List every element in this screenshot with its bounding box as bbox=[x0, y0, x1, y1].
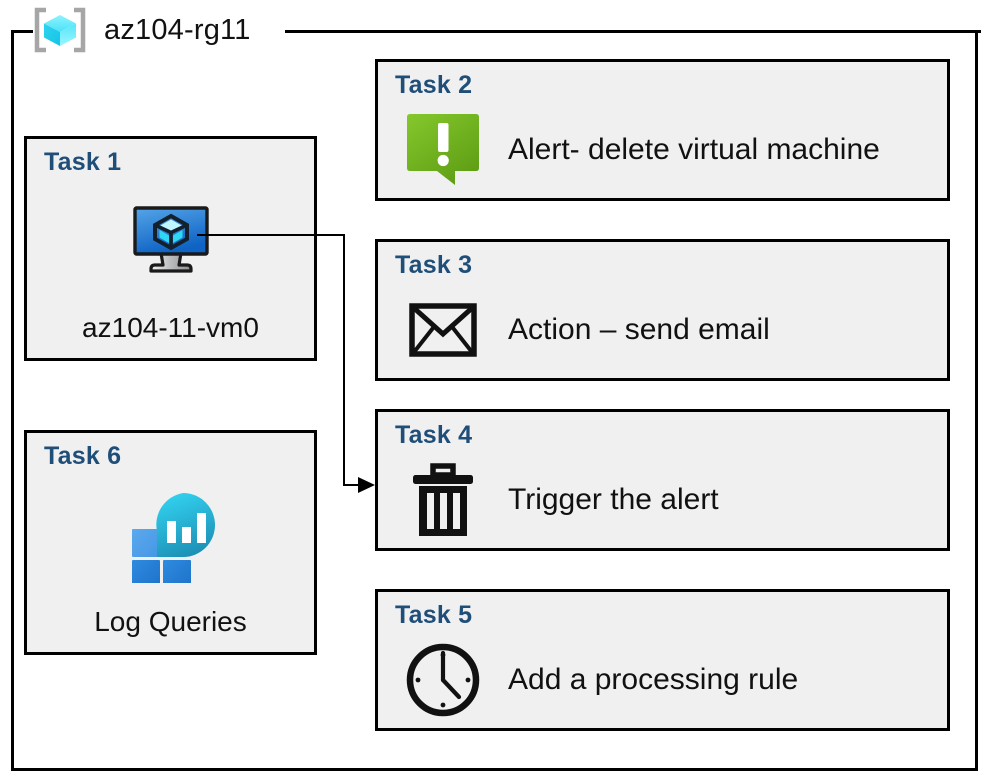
task-label: Task 3 bbox=[395, 251, 473, 279]
resource-group-frame-top-left-segment bbox=[11, 30, 33, 33]
log-analytics-icon bbox=[121, 487, 221, 588]
alert-exclamation-icon bbox=[400, 109, 486, 191]
task1-icon-wrap bbox=[27, 191, 314, 296]
connector-segment-vertical bbox=[343, 234, 345, 485]
task2-row: Alert- delete virtual machine bbox=[400, 106, 937, 194]
task-label: Task 2 bbox=[395, 71, 473, 99]
resource-group-cube-icon bbox=[33, 6, 87, 54]
task4-row: Trigger the alert bbox=[400, 456, 937, 544]
task-label: Task 5 bbox=[395, 601, 473, 629]
arrow-right-icon bbox=[358, 477, 375, 493]
clock-icon bbox=[400, 639, 486, 721]
virtual-machine-icon bbox=[129, 205, 213, 282]
task5-text: Add a processing rule bbox=[508, 663, 799, 696]
task6-icon-wrap bbox=[27, 485, 314, 590]
task-card-task3[interactable]: Task 3 Action – send email bbox=[375, 239, 950, 381]
task4-text: Trigger the alert bbox=[508, 483, 719, 516]
task5-row: Add a processing rule bbox=[400, 636, 937, 724]
connector-segment-horizontal-top bbox=[197, 234, 345, 236]
task6-caption: Log Queries bbox=[94, 606, 247, 637]
task2-text: Alert- delete virtual machine bbox=[508, 133, 880, 166]
task3-row: Action – send email bbox=[400, 286, 937, 374]
task-card-task1[interactable]: Task 1 bbox=[24, 136, 317, 361]
task1-caption: az104-11-vm0 bbox=[82, 312, 259, 343]
task-card-task5[interactable]: Task 5 Add a processing rule bbox=[375, 589, 950, 731]
task3-text: Action – send email bbox=[508, 313, 770, 346]
task-label: Task 1 bbox=[44, 148, 122, 176]
task-card-task4[interactable]: Task 4 Trigger the alert bbox=[375, 409, 950, 551]
resource-group-frame-top-right-segment bbox=[285, 30, 981, 33]
trash-can-icon bbox=[400, 459, 486, 541]
resource-group-header: az104-rg11 bbox=[33, 4, 251, 56]
task-label: Task 6 bbox=[44, 442, 122, 470]
task-card-task2[interactable]: Task 2 Alert- delete virtual machine bbox=[375, 59, 950, 201]
envelope-icon bbox=[400, 289, 486, 371]
resource-group-title: az104-rg11 bbox=[104, 13, 251, 46]
task-label: Task 4 bbox=[395, 421, 473, 449]
resource-group-frame bbox=[11, 30, 978, 771]
connector-segment-horizontal-bottom bbox=[343, 484, 369, 486]
task-card-task6[interactable]: Task 6 bbox=[24, 430, 317, 655]
